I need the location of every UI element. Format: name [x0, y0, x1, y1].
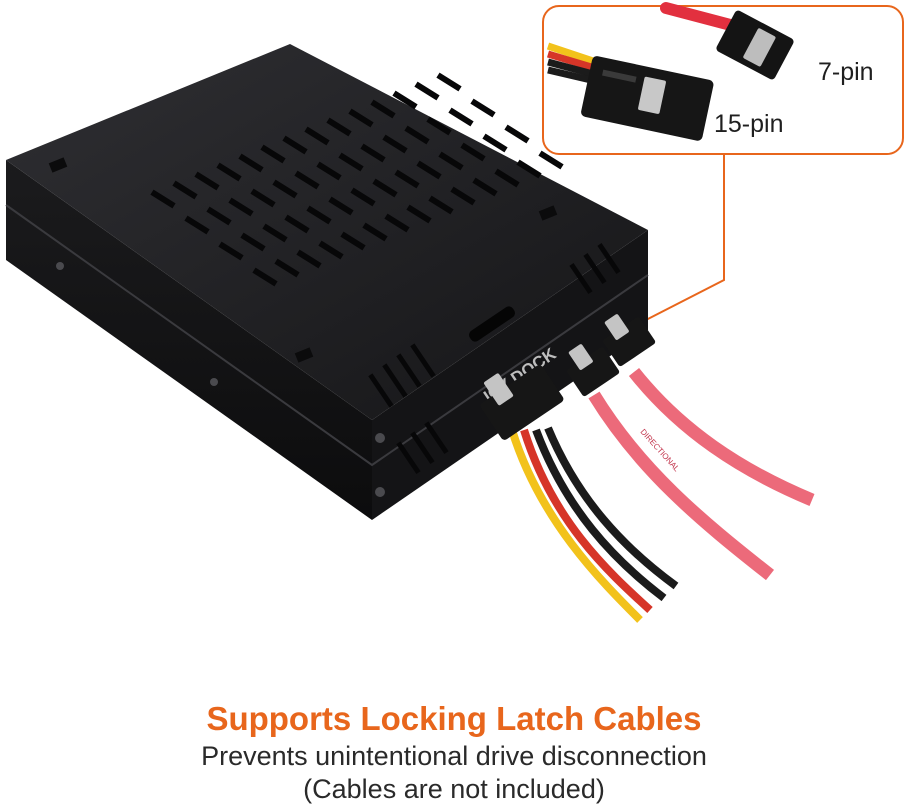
vent-slot — [274, 258, 300, 278]
label-15pin: 15-pin — [714, 110, 784, 138]
vent-slot — [472, 177, 498, 197]
vent-slot — [282, 135, 308, 155]
vent-slot — [306, 205, 332, 225]
vent-slot — [482, 133, 508, 153]
vent-slot — [206, 206, 232, 226]
inset-15pin-connector — [581, 56, 714, 141]
vent-slot — [460, 142, 486, 162]
vent-slot — [252, 267, 278, 287]
label-7pin: 7-pin — [818, 58, 874, 86]
vent-slot — [436, 72, 462, 92]
vent-slot — [240, 232, 266, 252]
vent-slot — [394, 169, 420, 189]
vent-slot — [384, 213, 410, 233]
vent-slot — [316, 161, 342, 181]
vent-slot — [218, 241, 244, 261]
vent-slot — [294, 170, 320, 190]
power-connector-15pin — [480, 365, 564, 440]
enclosure-side-left — [6, 160, 372, 520]
vent-slot — [238, 153, 264, 173]
inset-leader-line — [641, 154, 725, 323]
vent-slot — [262, 223, 288, 243]
vent-slot — [426, 116, 452, 136]
vent-slot — [414, 81, 440, 101]
vent-slot — [370, 99, 396, 119]
vent-slot — [504, 124, 530, 144]
sata-connector-7pin-b — [603, 314, 656, 367]
vent-slot — [326, 117, 352, 137]
caption-line-2: (Cables are not included) — [303, 774, 605, 804]
vent-slot — [228, 197, 254, 217]
caption-line-1: Prevents unintentional drive disconnecti… — [201, 741, 707, 771]
vent-grille — [150, 72, 564, 287]
vent-slot — [448, 107, 474, 127]
connector-inset: 7-pin 15-pin — [542, 2, 904, 323]
vent-slot — [340, 231, 366, 251]
vent-slot — [450, 186, 476, 206]
vent-slot — [538, 150, 564, 170]
vent-slot — [184, 215, 210, 235]
vent-slot — [194, 171, 220, 191]
vent-slot — [328, 196, 354, 216]
vent-slot — [438, 151, 464, 171]
vent-slot — [516, 159, 542, 179]
vent-slot — [392, 90, 418, 110]
vent-slot — [372, 178, 398, 198]
vent-slot — [318, 240, 344, 260]
vent-slot — [150, 189, 176, 209]
caption-headline: Supports Locking Latch Cables — [206, 700, 702, 737]
vent-slot — [416, 160, 442, 180]
sata-connector-7pin-a — [567, 344, 620, 397]
vent-slot — [250, 188, 276, 208]
vent-slot — [494, 168, 520, 188]
vent-slot — [428, 195, 454, 215]
vent-slot — [406, 204, 432, 224]
vent-slot — [272, 179, 298, 199]
vent-slot — [304, 126, 330, 146]
vent-slot — [362, 222, 388, 242]
vent-slot — [338, 152, 364, 172]
vent-slot — [172, 180, 198, 200]
vent-slot — [350, 187, 376, 207]
attached-cables: DIRECTIONAL — [480, 314, 815, 623]
vent-slot — [404, 125, 430, 145]
vent-slot — [348, 108, 374, 128]
vent-slot — [382, 134, 408, 154]
vent-slot — [296, 249, 322, 269]
drive-enclosure: ICY DOCK — [5, 44, 649, 520]
vent-slot — [470, 98, 496, 118]
vent-slot — [216, 162, 242, 182]
vent-slot — [260, 144, 286, 164]
vent-slot — [360, 143, 386, 163]
vent-slot — [284, 214, 310, 234]
inset-7pin-connector — [716, 10, 794, 80]
